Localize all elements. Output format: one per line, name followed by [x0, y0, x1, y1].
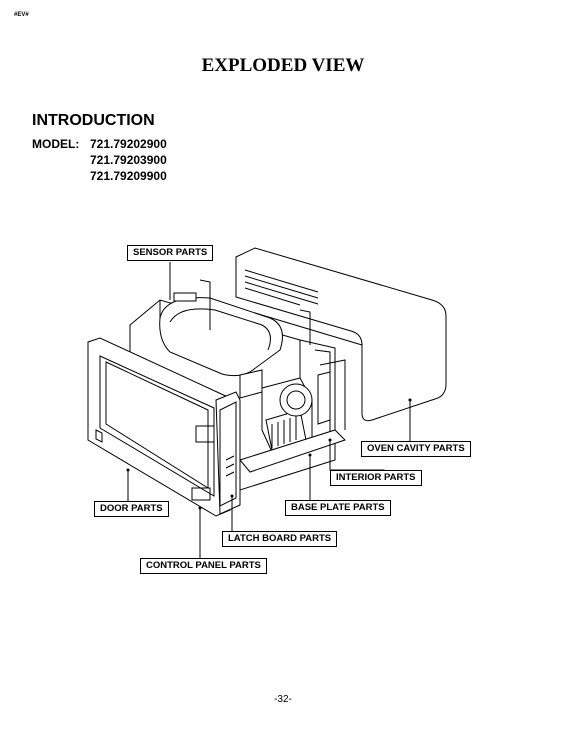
callout-control-panel-parts: CONTROL PANEL PARTS: [140, 558, 267, 574]
callout-oven-cavity-parts: OVEN CAVITY PARTS: [361, 441, 471, 457]
header-tag: #EV#: [14, 12, 29, 18]
model-number-1: 721.79202900: [90, 137, 167, 151]
model-label: MODEL:: [32, 137, 80, 151]
callout-sensor-parts: SENSOR PARTS: [127, 245, 214, 261]
section-heading: INTRODUCTION: [32, 112, 155, 129]
callout-latch-board-parts: LATCH BOARD PARTS: [222, 531, 338, 547]
callout-base-plate-parts: BASE PLATE PARTS: [285, 500, 391, 516]
model-number-2: 721.79203900: [90, 153, 167, 167]
callout-interior-parts: INTERIOR PARTS: [330, 470, 422, 486]
callout-door-parts: DOOR PARTS: [94, 501, 169, 517]
model-number-3: 721.79209900: [90, 169, 167, 183]
page-number: -32-: [274, 694, 292, 705]
page-title: EXPLODED VIEW: [201, 55, 365, 76]
